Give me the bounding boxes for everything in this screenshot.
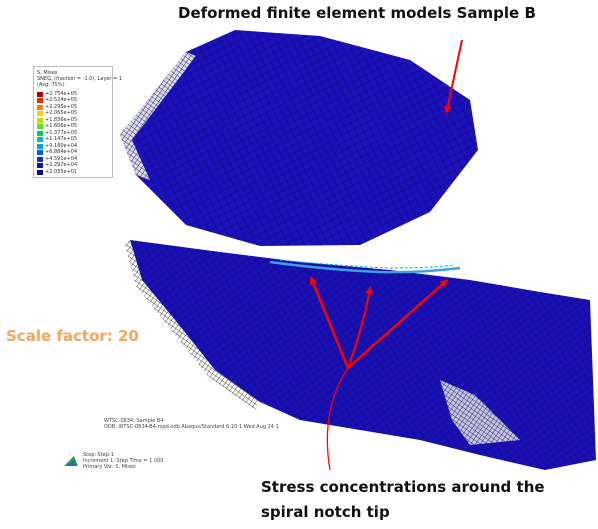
legend-value: +2.035e+01 (45, 168, 78, 175)
legend-swatch (37, 104, 43, 110)
upper-surface (120, 30, 478, 246)
legend-header: S, Mises SNEG, (fraction = -1.0), Layer … (37, 70, 122, 88)
legend-row: +2.754e+05 (37, 91, 77, 98)
legend-value: +4.591e+04 (45, 155, 78, 162)
annotation-arrows (309, 39, 463, 471)
step-info-line-3: Primary Var: S, Mises (83, 464, 136, 470)
stress-label-leader (326, 367, 349, 471)
stress-arrow-left (309, 276, 350, 369)
legend-swatch (37, 111, 43, 117)
legend-swatch (37, 124, 43, 130)
legend-value: +9.180e+04 (45, 142, 78, 149)
legend-swatch (37, 169, 43, 175)
title-arrow (443, 39, 463, 114)
legend-row: +1.606e+05 (37, 124, 77, 131)
legend-value: +1.147e+05 (45, 136, 78, 143)
legend-swatch (37, 117, 43, 123)
legend-swatch (37, 91, 43, 97)
legend-row: +2.524e+05 (37, 98, 77, 105)
legend-swatch (37, 98, 43, 104)
step-info: Step: Step-1 Increment 1: Step Time = 1.… (83, 452, 163, 470)
step-info-line-1: Step: Step-1 (83, 452, 115, 458)
legend-row: +6.884e+04 (37, 150, 77, 157)
model-info: WTSC-0834: Sample B4 ODB: WTSC-0834-B4-m… (104, 418, 279, 430)
legend-row: +1.377e+05 (37, 130, 77, 137)
legend-rows: +2.754e+05+2.524e+05+2.295e+05+2.065e+05… (37, 91, 77, 176)
notch-stress-band (269, 259, 461, 274)
legend-row: +1.147e+05 (37, 137, 77, 144)
legend-swatch (37, 130, 43, 136)
legend-value: +2.295e+05 (45, 103, 78, 110)
contour-legend: S, Mises SNEG, (fraction = -1.0), Layer … (33, 66, 122, 178)
stress-arrow-middle (347, 286, 374, 369)
scale-factor-label: Scale factor: 20 (6, 327, 139, 345)
legend-header-line-2: SNEG, (fraction = -1.0), Layer = 1 (37, 76, 123, 82)
legend-row: +4.591e+04 (37, 156, 77, 163)
figure-title: Deformed finite element models Sample B (178, 4, 536, 22)
legend-row: +9.180e+04 (37, 143, 77, 150)
legend-value: +2.754e+05 (45, 90, 78, 97)
model-info-line-2: ODB: WTSC-0834-B4-mod.odb Abaqus/Standar… (104, 424, 279, 430)
legend-row: +2.035e+01 (37, 169, 77, 176)
legend-swatch (37, 163, 43, 169)
legend-row: +2.297e+04 (37, 163, 77, 170)
stress-arrow-right (347, 279, 448, 369)
legend-value: +2.297e+04 (45, 162, 78, 169)
legend-header-line-3: (Avg: 75%) (37, 82, 65, 88)
legend-value: +1.606e+05 (45, 123, 78, 130)
view-triad (64, 456, 78, 466)
stress-label-line-1: Stress concentrations around the (261, 478, 545, 496)
legend-value: +1.377e+05 (45, 129, 78, 136)
legend-swatch (37, 150, 43, 156)
legend-value: +2.065e+05 (45, 110, 78, 117)
legend-swatch (37, 143, 43, 149)
step-info-line-2: Increment 1: Step Time = 1.000 (83, 458, 164, 464)
legend-value: +1.836e+05 (45, 116, 78, 123)
legend-row: +2.065e+05 (37, 111, 77, 118)
model-info-line-1: WTSC-0834: Sample B4 (104, 418, 164, 424)
stress-concentration-label: Stress concentrations around the spiral … (261, 475, 597, 525)
legend-value: +2.524e+05 (45, 97, 78, 104)
stress-label-line-2: spiral notch tip (261, 503, 390, 521)
legend-row: +1.836e+05 (37, 117, 77, 124)
legend-header-line-1: S, Mises (37, 70, 58, 76)
legend-swatch (37, 156, 43, 162)
legend-value: +6.884e+04 (45, 149, 78, 156)
legend-row: +2.295e+05 (37, 104, 77, 111)
legend-swatch (37, 137, 43, 143)
